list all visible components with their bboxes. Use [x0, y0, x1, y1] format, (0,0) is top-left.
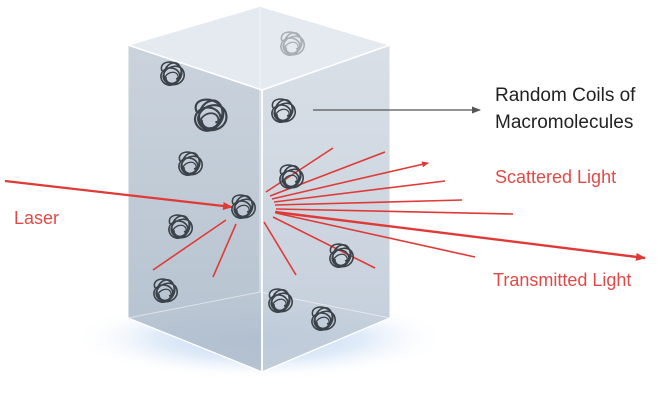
transmitted-beam	[274, 210, 646, 261]
box-inner-edge	[127, 291, 261, 319]
scatter-ray	[274, 199, 463, 206]
scatter-ray	[275, 208, 514, 215]
scatter-ray	[271, 161, 429, 200]
transmitted-light-label: Transmitted Light	[493, 270, 631, 290]
box-edge	[127, 317, 391, 373]
scatter-ray	[275, 212, 476, 258]
laser-beam	[4, 179, 233, 210]
box-inner-edge	[259, 291, 391, 319]
box-top-face	[128, 6, 390, 90]
laser-label: Laser	[14, 208, 59, 228]
coils-label-line2: Macromolecules	[495, 112, 633, 133]
box-front-face	[128, 45, 262, 372]
coils-label-line1: Random Coils of	[495, 85, 636, 106]
scattered-light-label: Scattered Light	[495, 167, 616, 187]
box-side-face	[262, 45, 390, 372]
box-edge	[127, 5, 391, 46]
scatter-ray	[263, 221, 297, 276]
scatter-ray	[212, 223, 237, 278]
scatter-ray	[273, 180, 446, 203]
scatter-ray	[272, 216, 376, 269]
scatter-ray	[152, 219, 227, 271]
